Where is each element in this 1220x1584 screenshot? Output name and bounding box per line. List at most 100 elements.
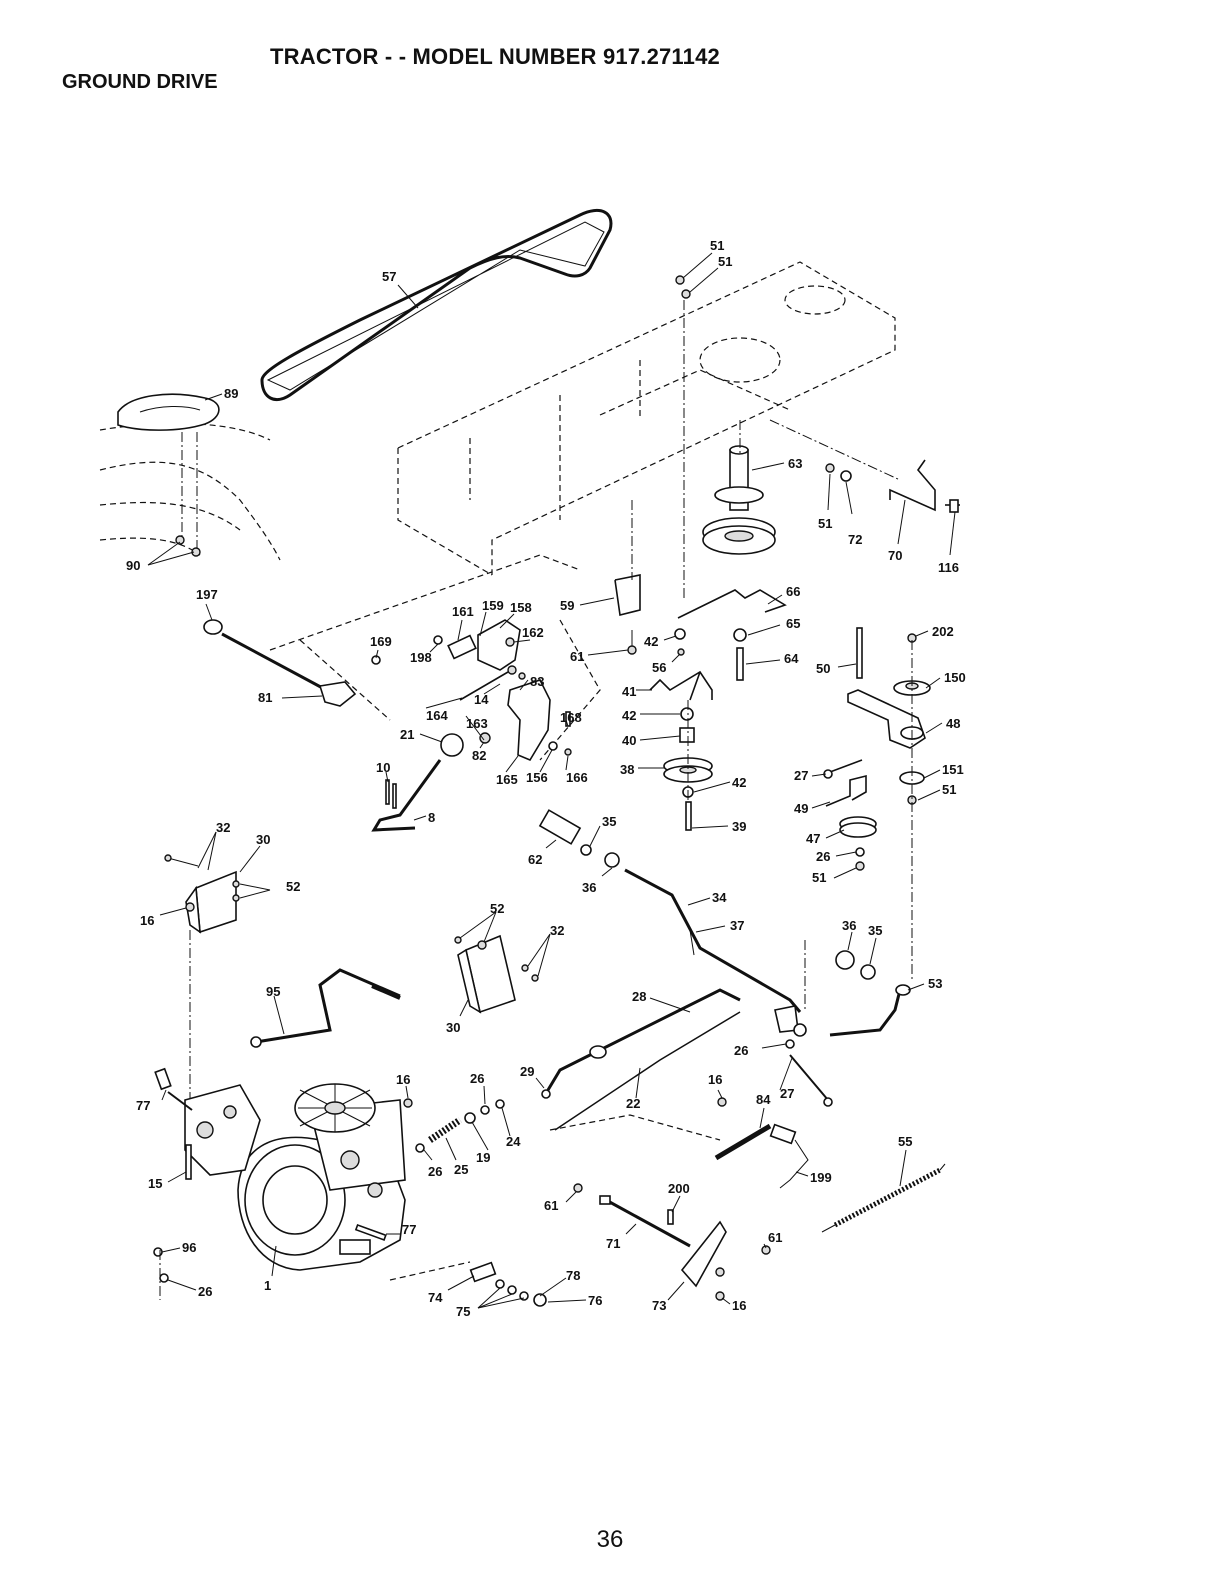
rod-95 <box>255 968 401 1044</box>
part-label: 162 <box>522 625 544 640</box>
part-label: 77 <box>136 1098 150 1113</box>
part-label: 161 <box>452 604 474 619</box>
nut-16a <box>185 902 195 912</box>
part-label: 26 <box>470 1071 484 1086</box>
part-label: 166 <box>566 770 588 785</box>
spacer-40 <box>679 727 695 743</box>
shaft-84 <box>714 1123 772 1161</box>
part-label: 30 <box>256 832 270 847</box>
part-label: 76 <box>588 1293 602 1308</box>
part-label: 61 <box>544 1198 558 1213</box>
part-label: 70 <box>888 548 902 563</box>
part-label: 95 <box>266 984 280 999</box>
part-label: 198 <box>410 650 432 665</box>
washer-42b <box>680 707 694 721</box>
part-label: 164 <box>426 708 448 723</box>
link-14 <box>459 671 509 701</box>
part-label: 163 <box>466 716 488 731</box>
washer-72 <box>840 470 852 482</box>
bolt-64 <box>736 647 744 681</box>
part-label: 56 <box>652 660 666 675</box>
part-label: 59 <box>560 598 574 613</box>
bolt-39 <box>685 801 692 831</box>
part-label: 22 <box>626 1096 640 1111</box>
clip-24 <box>495 1099 505 1109</box>
part-label: 26 <box>428 1164 442 1179</box>
nut-90b <box>191 547 201 557</box>
bolt-166 <box>564 748 572 756</box>
part-label: 51 <box>812 870 826 885</box>
part-label: 52 <box>286 879 300 894</box>
part-label: 72 <box>848 532 862 547</box>
bolt-27a <box>829 759 863 773</box>
part-label: 51 <box>942 782 956 797</box>
cooling-fan <box>294 1083 376 1133</box>
part-label: 36 <box>842 918 856 933</box>
page-number: 36 <box>596 1526 624 1553</box>
part-label: 42 <box>622 708 636 723</box>
bracket-158-assembly <box>371 619 521 671</box>
part-label: 10 <box>376 760 390 775</box>
washer-75a <box>495 1279 505 1289</box>
washer-36b <box>835 950 855 970</box>
rod-53 <box>829 989 902 1037</box>
part-label: 62 <box>528 852 542 867</box>
part-label: 55 <box>898 1134 912 1149</box>
part-label: 63 <box>788 456 802 471</box>
bracket-59 <box>614 574 641 616</box>
spring-55 <box>821 1163 946 1233</box>
part-label: 65 <box>786 616 800 631</box>
bracket-41 <box>649 670 713 701</box>
part-label: 16 <box>396 1072 410 1087</box>
bracket-165 <box>507 679 551 762</box>
washer-35a <box>580 844 592 856</box>
rod-66 <box>677 589 787 619</box>
part-label: 28 <box>632 989 646 1004</box>
bracket-73 <box>680 1220 727 1288</box>
part-label: 168 <box>560 710 582 725</box>
spring-25 <box>428 1117 462 1143</box>
part-label: 48 <box>946 716 960 731</box>
nut-82 <box>479 732 491 744</box>
rod-27b <box>789 1054 829 1101</box>
part-label: 53 <box>928 976 942 991</box>
part-label: 47 <box>806 831 820 846</box>
part-label: 66 <box>786 584 800 599</box>
part-label: 25 <box>454 1162 468 1177</box>
rod-81 <box>221 632 331 694</box>
part-label: 24 <box>506 1134 521 1149</box>
tractor-frame <box>397 261 896 576</box>
part-label: 57 <box>382 269 396 284</box>
part-label: 159 <box>482 598 504 613</box>
leader-lines <box>147 252 956 1309</box>
part-label: 61 <box>768 1230 782 1245</box>
part-label: 35 <box>602 814 616 829</box>
part-label: 15 <box>148 1176 162 1191</box>
washer-36a <box>604 852 620 868</box>
part-label: 75 <box>456 1304 470 1319</box>
pulley-47 <box>839 816 877 838</box>
part-label: 51 <box>718 254 732 269</box>
part-label: 40 <box>622 733 636 748</box>
part-label: 116 <box>938 560 959 575</box>
part-label: 78 <box>566 1268 580 1283</box>
nut-16d <box>715 1267 725 1277</box>
part-label: 35 <box>868 923 882 938</box>
bracket-70 <box>889 459 936 512</box>
part-label: 8 <box>428 810 435 825</box>
part-label: 42 <box>732 775 746 790</box>
part-label: 30 <box>446 1020 460 1035</box>
bolt-61a <box>627 645 637 655</box>
part-label: 165 <box>496 772 518 787</box>
part-label: 38 <box>620 762 634 777</box>
page-title: TRACTOR - - MODEL NUMBER 917.271142 <box>270 44 720 69</box>
key-77b <box>354 1223 387 1241</box>
shaft-34 <box>624 868 802 1013</box>
pin-10a <box>385 779 390 805</box>
part-label: 81 <box>258 690 272 705</box>
part-label: 96 <box>182 1240 196 1255</box>
part-label: 71 <box>606 1236 620 1251</box>
nut-51e <box>855 861 865 871</box>
part-label: 14 <box>474 692 489 707</box>
